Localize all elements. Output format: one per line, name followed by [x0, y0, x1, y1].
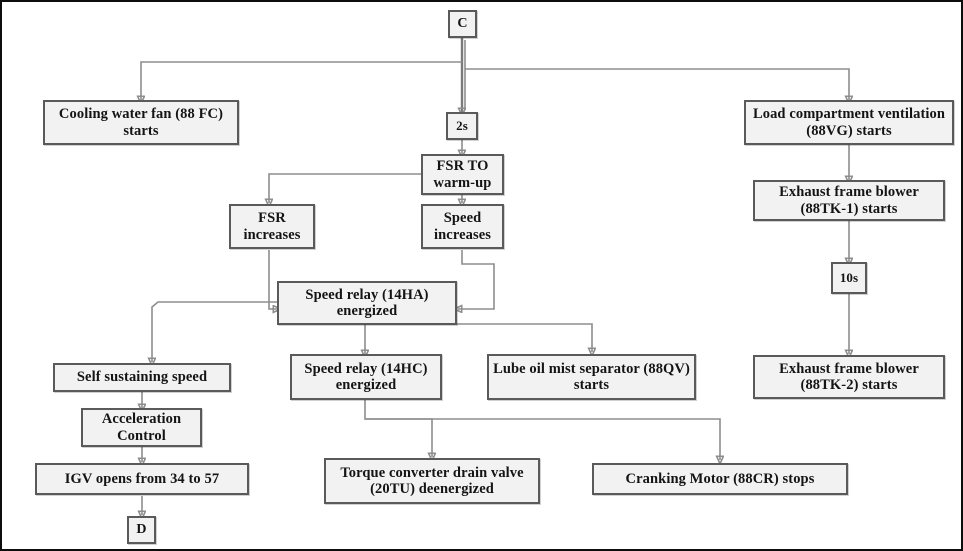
node-torque-converter-drain-valve-label: Torque converter drain valve (20TU) deen… [340, 464, 524, 497]
node-lube-oil-mist-separator[interactable]: Lube oil mist separator (88QV) starts [487, 354, 696, 400]
node-exhaust-frame-blower-1-label: Exhaust frame blower (88TK-1) starts [779, 184, 919, 217]
node-exhaust-frame-blower-2-label: Exhaust frame blower (88TK-2) starts [779, 360, 919, 393]
node-fsr-increases[interactable]: FSR increases [229, 204, 315, 249]
node-igv-opens[interactable]: IGV opens from 34 to 57 [35, 463, 249, 495]
node-timer-2s-label: 2s [456, 117, 468, 133]
node-fsr-to-warmup-label: FSR TO warm-up [433, 158, 492, 191]
node-end-d[interactable]: D [127, 516, 156, 544]
node-speed-relay-14ha-label: Speed relay (14HA) energized [305, 286, 429, 319]
node-speed-increases[interactable]: Speed increases [421, 204, 504, 249]
node-timer-10s-label: 10s [839, 269, 859, 285]
node-cranking-motor[interactable]: Cranking Motor (88CR) stops [592, 463, 848, 495]
node-self-sustaining-speed-label: Self sustaining speed [76, 369, 208, 386]
node-exhaust-frame-blower-2[interactable]: Exhaust frame blower (88TK-2) starts [753, 355, 945, 399]
node-acceleration-control[interactable]: Acceleration Control [81, 408, 202, 447]
node-end-d-label: D [136, 522, 147, 538]
node-torque-converter-drain-valve[interactable]: Torque converter drain valve (20TU) deen… [324, 458, 540, 504]
node-cooling-water-fan-label: Cooling water fan (88 FC) starts [58, 106, 224, 139]
node-load-compartment-ventilation[interactable]: Load compartment ventilation (88VG) star… [744, 100, 954, 145]
node-cranking-motor-label: Cranking Motor (88CR) stops [625, 470, 815, 487]
node-start-c-label: C [457, 16, 468, 32]
node-exhaust-frame-blower-1[interactable]: Exhaust frame blower (88TK-1) starts [753, 180, 945, 221]
node-acceleration-control-label: Acceleration Control [101, 411, 182, 444]
node-speed-relay-14hc[interactable]: Speed relay (14HC) energized [290, 354, 442, 400]
node-start-c[interactable]: C [448, 10, 477, 38]
node-speed-relay-14ha[interactable]: Speed relay (14HA) energized [277, 281, 457, 325]
node-fsr-increases-label: FSR increases [243, 210, 301, 243]
node-lube-oil-mist-separator-label: Lube oil mist separator (88QV) starts [493, 360, 690, 393]
node-load-compartment-ventilation-label: Load compartment ventilation (88VG) star… [752, 106, 946, 139]
node-timer-10s[interactable]: 10s [831, 262, 867, 294]
node-speed-relay-14hc-label: Speed relay (14HC) energized [304, 360, 428, 393]
node-timer-2s[interactable]: 2s [446, 112, 478, 140]
node-fsr-to-warmup[interactable]: FSR TO warm-up [421, 154, 504, 195]
node-igv-opens-label: IGV opens from 34 to 57 [64, 470, 220, 487]
node-self-sustaining-speed[interactable]: Self sustaining speed [53, 363, 231, 392]
node-speed-increases-label: Speed increases [433, 210, 491, 243]
node-cooling-water-fan[interactable]: Cooling water fan (88 FC) starts [43, 100, 239, 145]
